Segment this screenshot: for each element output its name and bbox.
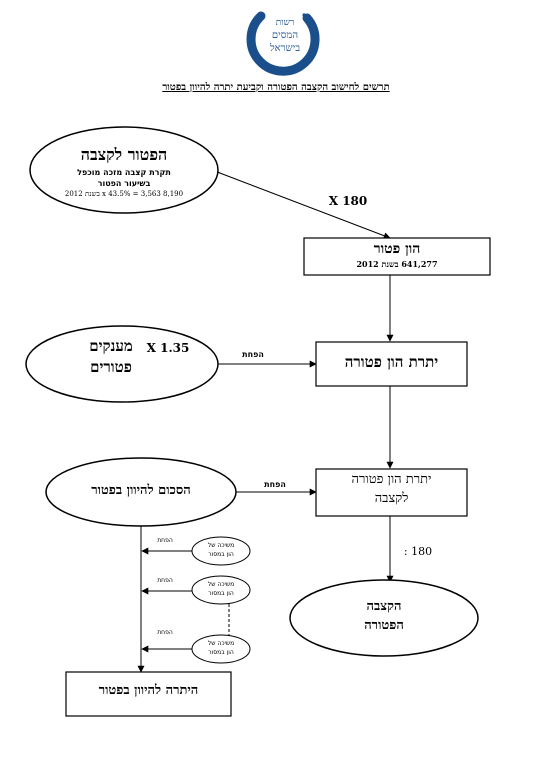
exempt-pension-line-2: הפטורה: [364, 618, 404, 633]
pension-exempt-title: הפטור לקצבה: [80, 145, 168, 164]
balance-for-pension-box: [315, 468, 468, 517]
label-div180: : 180: [403, 545, 433, 558]
withdrawal-1-ellipse: [191, 536, 251, 566]
label-x180: X 180: [328, 194, 368, 208]
pension-exempt-line-1: תקרת קצבה מזכה מוכפל: [77, 168, 171, 177]
exempt-capital-box: [303, 237, 491, 276]
grants-line-1: מענקים: [89, 337, 133, 355]
label-deduct-grants: הפחת: [242, 350, 264, 359]
withdrawal-2-line-1: משיכה של: [207, 581, 235, 588]
pension-exempt-line-3: 8,190 x 43.5% = 3,563 בשנת 2012: [64, 190, 184, 198]
label-deduct-w2: הפחת: [157, 577, 173, 584]
grants-line-2: פטורים: [90, 358, 132, 376]
commutation-amount-title: הסכום להיוון בפטור: [91, 483, 191, 498]
withdrawal-3-line-1: משיכה של: [207, 640, 235, 647]
exempt-capital-balance-box: [315, 341, 468, 387]
balance-for-pension-line-1: יתרת הון פטורה: [351, 472, 432, 487]
tax-authority-logo: [246, 11, 320, 76]
commutation-amount-ellipse: [45, 457, 237, 527]
page-title: תרשים לחישוב הקצבה הפטורה וקביעת יתרה לה…: [162, 82, 390, 93]
withdrawal-2-line-2: הון במסור: [208, 590, 234, 597]
withdrawal-3-line-2: הון במסור: [208, 649, 234, 656]
exempt-pension-line-1: הקצבה: [366, 599, 402, 614]
edge-pension-to-capital: [211, 169, 391, 240]
label-deduct-w3: הפחת: [157, 629, 173, 636]
label-deduct-commutation: הפחת: [264, 480, 286, 489]
label-x135: X 1.35: [146, 341, 190, 355]
exempt-pension-ellipse: [289, 579, 479, 657]
exempt-capital-title: הון פטור: [373, 241, 421, 257]
commutation-balance-box: [65, 671, 232, 717]
withdrawal-2-ellipse: [191, 575, 251, 605]
logo-text-line-2: המסים: [271, 30, 299, 41]
commutation-balance-title: היתרה להיוון בפטור: [98, 683, 199, 698]
exempt-capital-balance-title: יתרת הון פטורה: [344, 353, 439, 371]
grants-ellipse: [25, 325, 219, 403]
balance-for-pension-line-2: לקצבה: [374, 491, 409, 506]
logo-text-line-3: בישראל: [269, 43, 301, 54]
withdrawal-1-line-1: משיכה של: [207, 542, 235, 549]
withdrawal-3-ellipse: [191, 634, 251, 664]
exempt-capital-sub: 641,277 בשנת 2012: [356, 259, 438, 269]
logo-text-line-1: רשות: [275, 18, 295, 28]
pension-exempt-ellipse: [29, 126, 219, 214]
label-deduct-w1: הפחת: [157, 537, 173, 544]
pension-exempt-line-2: בשיעור הפטור: [97, 179, 151, 188]
withdrawal-1-line-2: הון במסור: [208, 551, 234, 558]
